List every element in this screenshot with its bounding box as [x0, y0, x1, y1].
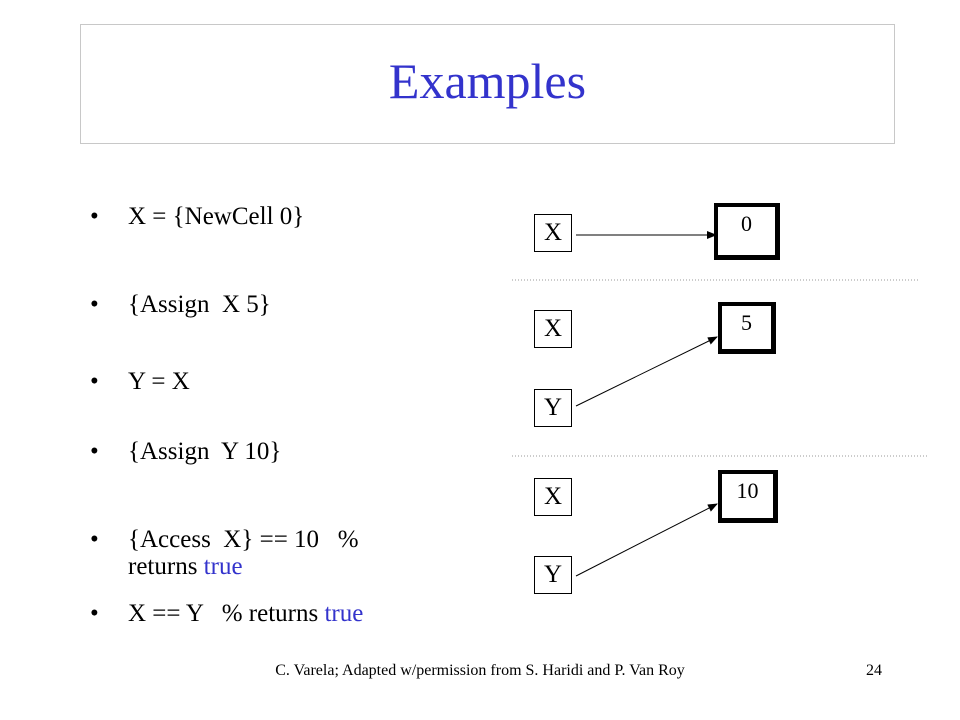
bullet-dot: • — [90, 438, 99, 465]
page-number: 24 — [866, 662, 882, 679]
variable-x-box: X — [534, 214, 572, 252]
keyword-true: true — [324, 600, 364, 627]
bullet-dot: • — [90, 526, 99, 553]
footer-credit: C. Varela; Adapted w/permission from S. … — [275, 662, 685, 679]
bullet-dot: • — [90, 291, 99, 318]
bullet-text: X = {NewCell 0} — [128, 203, 305, 230]
bullet-text: X == Y % returns true — [128, 600, 363, 627]
bullet-item: • {Assign X 5} — [90, 291, 271, 318]
page-title: Examples — [388, 53, 587, 109]
cell-box: 5 — [718, 302, 776, 354]
reference-arrow — [575, 503, 718, 577]
variable-y-box: Y — [534, 389, 572, 427]
bullet-text: {Assign X 5} — [128, 291, 271, 318]
bullet-item: • {Access X} == 10 % returns true — [90, 526, 359, 580]
bullet-dot: • — [90, 600, 99, 627]
reference-arrow — [575, 336, 718, 407]
keyword-true: true — [203, 553, 243, 580]
bullet-text: {Access X} == 10 % returns true — [128, 526, 359, 580]
bullet-text-line: {Access X} == 10 % — [128, 526, 359, 553]
bullet-item: • X = {NewCell 0} — [90, 203, 304, 230]
variable-y-box: Y — [534, 556, 572, 594]
bullet-list: • X = {NewCell 0} • {Assign X 5} • Y = X… — [90, 0, 530, 720]
bullet-item: • {Assign Y 10} — [90, 438, 281, 465]
bullet-item: • Y = X — [90, 368, 190, 395]
variable-x-box: X — [534, 310, 572, 348]
bullet-dot: • — [90, 203, 99, 230]
title-box: Examples — [80, 24, 895, 144]
bullet-text-line2: returns — [128, 553, 204, 580]
bullet-item: • X == Y % returns true — [90, 600, 363, 627]
cell-box: 10 — [718, 470, 778, 523]
bullet-text-prefix: X == Y % returns — [128, 600, 325, 627]
cell-box: 0 — [714, 203, 780, 260]
bullet-text: Y = X — [128, 368, 190, 395]
bullet-dot: • — [90, 368, 99, 395]
variable-x-box: X — [534, 478, 572, 516]
bullet-text: {Assign Y 10} — [128, 438, 282, 465]
